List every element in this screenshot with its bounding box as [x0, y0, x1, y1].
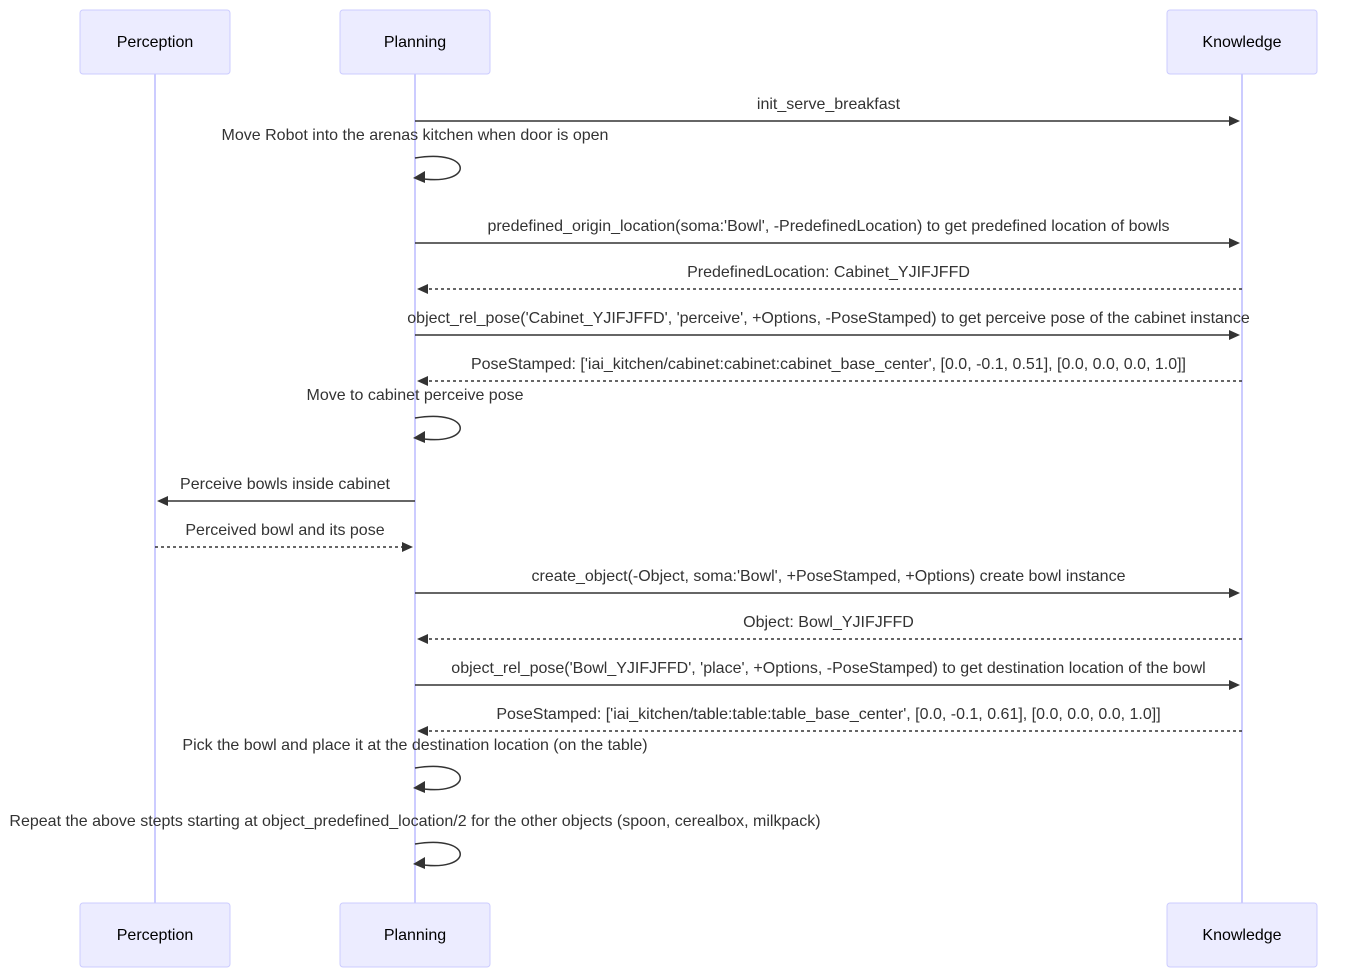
arrow-head [157, 496, 168, 506]
actor-box [1166, 9, 1318, 75]
actor-box [1166, 902, 1318, 968]
message-3: predefined_origin_location(soma:'Bowl', … [415, 218, 1240, 248]
message-label: PoseStamped: ['iai_kitchen/table:table:t… [496, 706, 1160, 723]
message-label: Perceived bowl and its pose [185, 522, 384, 539]
message-label: Object: Bowl_YJIFJFFD [743, 614, 914, 631]
self-loop-line [414, 155, 461, 181]
actor-label: Planning [384, 34, 446, 51]
arrow-head [417, 634, 428, 644]
message-4: PredefinedLocation: Cabinet_YJIFJFFD [417, 264, 1242, 294]
actor-top-perception: Perception [79, 9, 231, 75]
message-11: Object: Bowl_YJIFJFFD [417, 614, 1242, 644]
message-13: PoseStamped: ['iai_kitchen/table:table:t… [417, 706, 1242, 736]
actor-label: Planning [384, 927, 446, 944]
arrow-head [417, 376, 428, 386]
arrow-head [1229, 116, 1240, 126]
message-1: init_serve_breakfast [415, 96, 1240, 126]
arrow-head [413, 171, 425, 183]
arrow-head [1229, 588, 1240, 598]
message-label: Move Robot into the arenas kitchen when … [222, 127, 609, 144]
message-label: Repeat the above stepts starting at obje… [9, 813, 820, 830]
actor-box [339, 902, 491, 968]
arrow-head [413, 431, 425, 443]
message-14: Pick the bowl and place it at the destin… [182, 737, 648, 793]
actor-box [79, 9, 231, 75]
message-10: create_object(-Object, soma:'Bowl', +Pos… [415, 568, 1240, 598]
arrow-head [1229, 680, 1240, 690]
actor-label: Perception [117, 927, 194, 944]
self-loop-line [414, 841, 461, 867]
actor-box [79, 902, 231, 968]
actor-top-planning: Planning [339, 9, 491, 75]
message-label: init_serve_breakfast [757, 96, 901, 113]
arrow-head [417, 284, 428, 294]
message-label: PoseStamped: ['iai_kitchen/cabinet:cabin… [471, 356, 1186, 373]
message-label: object_rel_pose('Cabinet_YJIFJFFD', 'per… [407, 310, 1250, 327]
message-label: Pick the bowl and place it at the destin… [182, 737, 647, 754]
message-label: predefined_origin_location(soma:'Bowl', … [487, 218, 1169, 235]
actor-bottom-planning: Planning [339, 902, 491, 968]
message-label: Perceive bowls inside cabinet [180, 476, 390, 493]
arrow-head [413, 857, 425, 869]
self-loop-line [414, 765, 461, 791]
message-label: object_rel_pose('Bowl_YJIFJFFD', 'place'… [451, 660, 1205, 677]
arrow-head [1229, 330, 1240, 340]
self-loop-line [414, 415, 461, 441]
message-label: Move to cabinet perceive pose [306, 387, 523, 404]
actor-label: Knowledge [1202, 34, 1281, 51]
actor-top-knowledge: Knowledge [1166, 9, 1318, 75]
arrow-head [417, 726, 428, 736]
message-9: Perceived bowl and its pose [155, 522, 413, 552]
message-6: PoseStamped: ['iai_kitchen/cabinet:cabin… [417, 356, 1242, 386]
actor-bottom-perception: Perception [79, 902, 231, 968]
arrow-head [413, 781, 425, 793]
actor-label: Perception [117, 34, 194, 51]
arrow-head [1229, 238, 1240, 248]
actor-box [339, 9, 491, 75]
message-15: Repeat the above stepts starting at obje… [9, 813, 821, 869]
arrow-head [402, 542, 413, 552]
message-5: object_rel_pose('Cabinet_YJIFJFFD', 'per… [407, 310, 1250, 340]
actor-bottom-knowledge: Knowledge [1166, 902, 1318, 968]
message-12: object_rel_pose('Bowl_YJIFJFFD', 'place'… [415, 660, 1240, 690]
message-2: Move Robot into the arenas kitchen when … [222, 127, 609, 183]
message-7: Move to cabinet perceive pose [306, 387, 524, 443]
message-8: Perceive bowls inside cabinet [157, 476, 415, 506]
message-label: create_object(-Object, soma:'Bowl', +Pos… [532, 568, 1126, 585]
message-label: PredefinedLocation: Cabinet_YJIFJFFD [687, 264, 970, 281]
actor-label: Knowledge [1202, 927, 1281, 944]
